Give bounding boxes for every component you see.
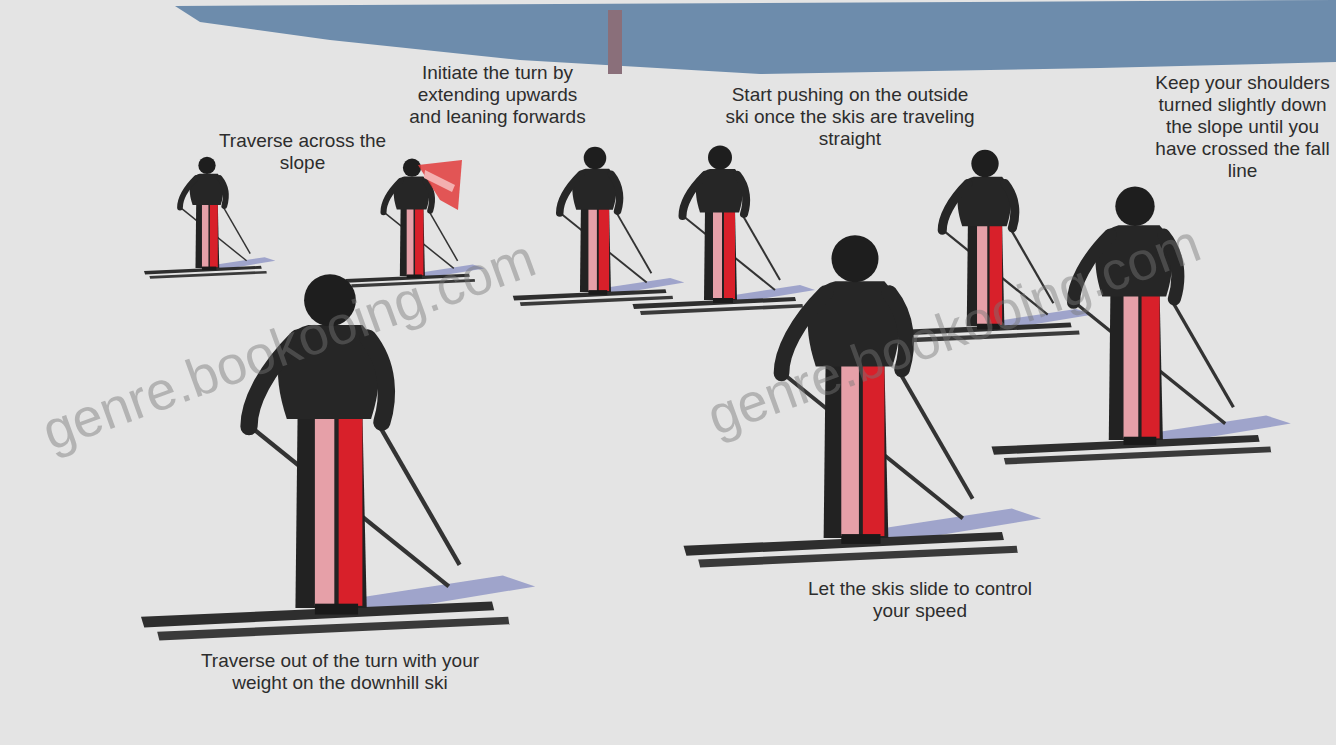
instruction-note: Start pushing on the outside ski once th… — [725, 84, 975, 150]
movement-marker — [418, 160, 462, 210]
movement-marker — [424, 170, 455, 192]
instruction-note: Traverse out of the turn with your weigh… — [190, 650, 490, 694]
watermark: genre.bookooing.com — [699, 211, 1208, 447]
instruction-note: Traverse across the slope — [215, 130, 390, 174]
watermark: genre.bookooing.com — [34, 226, 543, 462]
instruction-note: Keep your shoulders turned slightly down… — [1150, 72, 1335, 182]
sky-band — [175, 0, 1336, 74]
skier-figure — [633, 146, 816, 316]
instruction-note: Let the skis slide to control your speed — [795, 578, 1045, 622]
skier-figure — [144, 157, 275, 279]
distant-post — [608, 10, 622, 74]
instruction-note: Initiate the turn by extending upwards a… — [405, 62, 590, 128]
